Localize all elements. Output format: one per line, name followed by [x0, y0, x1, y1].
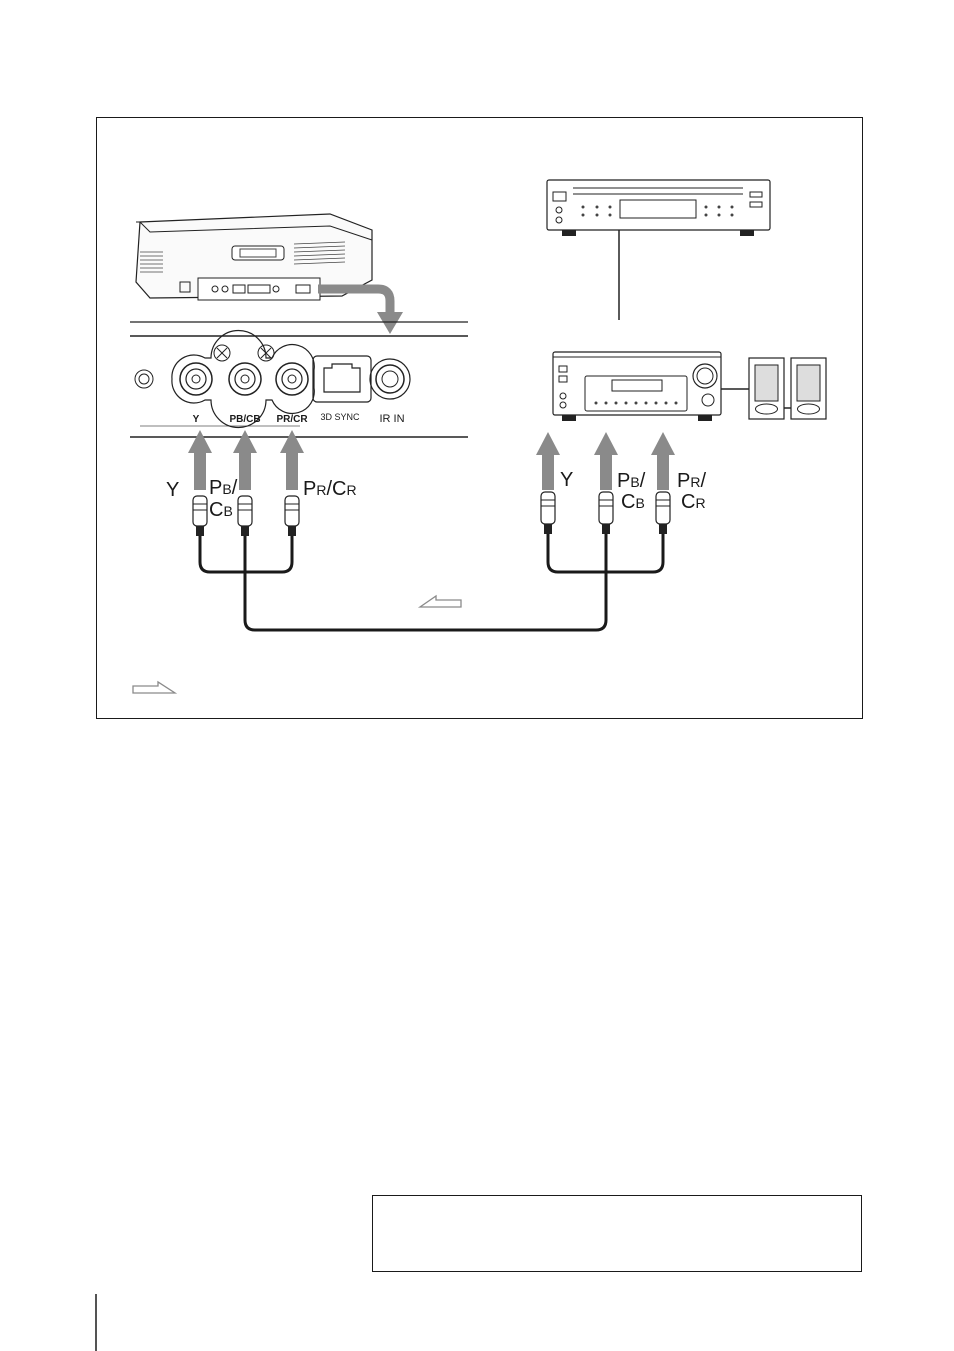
panel-label-ir-in: IR IN: [379, 413, 404, 425]
plug-pb-equipment: [599, 492, 613, 534]
av-amplifier: [553, 352, 721, 421]
panel-label-pb: PB/CB: [229, 414, 260, 425]
equipment-plugs: [541, 492, 670, 534]
panel-label-sync: 3D SYNC: [320, 412, 360, 422]
plug-pr-projector: [285, 496, 299, 536]
equipment-label-pr-line1: PR/: [677, 470, 706, 492]
equipment-label-y: Y: [560, 469, 573, 491]
projector-label-pb-line1: PB/: [209, 477, 238, 499]
signal-flow-arrow-cable: [420, 596, 461, 607]
projector-label-pb-line2: CB: [209, 499, 233, 521]
projector-label-pr: PR/CR: [303, 478, 357, 500]
plug-pr-equipment: [656, 492, 670, 534]
zoom-arrow: [318, 289, 390, 316]
equipment-label-pb-line2: CB: [621, 491, 645, 513]
speaker-right: [791, 358, 826, 419]
sync-port: [313, 356, 371, 402]
jack-pr: [276, 363, 308, 395]
signal-flow-arrow-legend: [133, 682, 175, 693]
projector-up-arrows: [188, 430, 304, 490]
panel-label-y: Y: [193, 414, 200, 425]
panel-label-pr: PR/CR: [276, 414, 308, 425]
connector-panel: Y PB/CB PR/CR 3D SYNC IR IN: [130, 322, 468, 437]
player-device: [547, 180, 770, 236]
speaker-left: [749, 358, 784, 419]
jack-pb: [229, 363, 261, 395]
jack-y: [180, 363, 212, 395]
plug-pb-projector: [238, 496, 252, 536]
plug-y-projector: [193, 496, 207, 536]
note-box: [373, 1196, 862, 1272]
equipment-label-pb-line1: PB/: [617, 470, 646, 492]
component-cable: [200, 534, 663, 630]
projector-label-y: Y: [166, 479, 179, 501]
equipment-label-pr-line2: CR: [681, 491, 706, 513]
equipment-up-arrows: [536, 432, 675, 490]
jack-ir-in: [370, 359, 410, 399]
plug-y-equipment: [541, 492, 555, 534]
